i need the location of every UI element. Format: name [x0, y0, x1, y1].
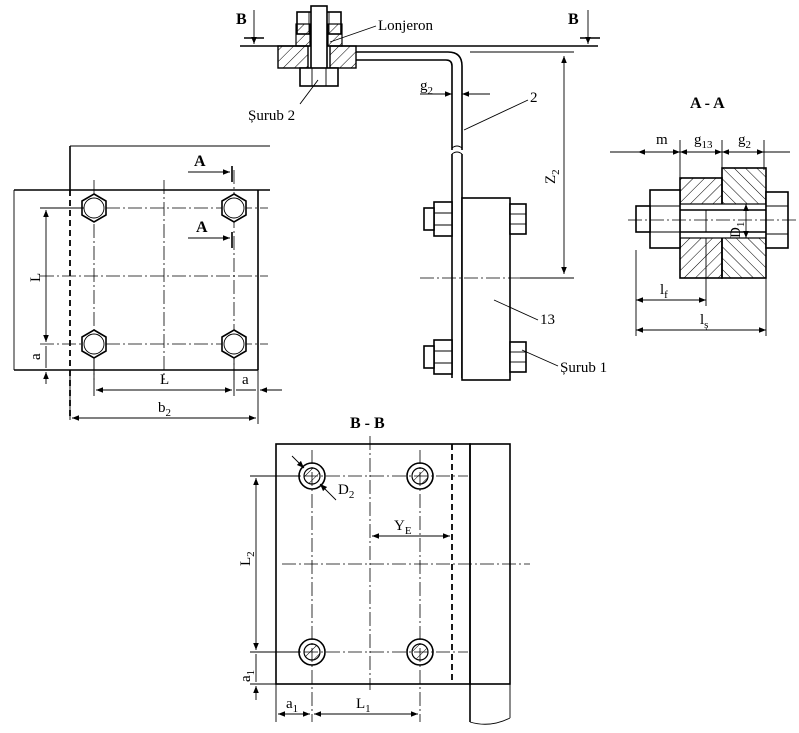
- label-surub2: Șurub 2: [248, 108, 295, 124]
- dim-a-vertical: a: [28, 353, 44, 360]
- dim-d1: D1: [728, 222, 747, 238]
- front-view: A A L a L a b2: [13, 145, 282, 424]
- nut-bottom-left: [81, 329, 107, 359]
- section-b-b: B - B D2 YE: [238, 415, 530, 725]
- label-a-upper: A: [194, 153, 206, 170]
- label-b-left: B: [236, 11, 247, 28]
- dim-g2: g2: [738, 132, 751, 151]
- dim-a1-horizontal: a1: [286, 696, 298, 715]
- plate-13: [461, 197, 511, 381]
- dim-ls: lș: [700, 312, 708, 331]
- label-part-13: 13: [540, 312, 555, 328]
- label-surub1: Șurub 1: [560, 360, 607, 376]
- nut-bottom-right: [221, 329, 247, 359]
- dim-D2: D2: [338, 482, 354, 501]
- dim-g13: g13: [694, 132, 713, 151]
- dim-YE: YE: [394, 518, 412, 537]
- bolt-hole-tr: [406, 462, 434, 490]
- side-view: B B Șurub 2 Lonjeron g2 2: [236, 5, 607, 381]
- bolt2-shank: [310, 5, 328, 77]
- dim-a1-vertical: a1: [238, 670, 257, 682]
- dim-L-horizontal: L: [160, 372, 169, 388]
- bracket-outer: [356, 51, 463, 150]
- title-section-b-b: B - B: [350, 415, 385, 432]
- label-b-right: B: [568, 11, 579, 28]
- label-part-2: 2: [530, 90, 538, 106]
- bolt2-head: [299, 67, 339, 87]
- dim-a-horizontal: a: [242, 372, 249, 388]
- section-a-a: A - A m g13 g2 D1: [610, 95, 796, 336]
- bracket-inner: [356, 59, 453, 150]
- label-lonjeron: Lonjeron: [378, 18, 433, 34]
- label-z2: Z2: [543, 169, 562, 184]
- nut-top-left: [81, 193, 107, 223]
- dim-g2-top: g2: [420, 78, 433, 97]
- dim-L2: L2: [238, 551, 257, 566]
- nut-top-right: [221, 193, 247, 223]
- bolt-hole-br: [406, 638, 434, 666]
- dim-L1: L1: [356, 696, 371, 715]
- dim-b2: b2: [158, 400, 171, 419]
- title-section-a-a: A - A: [690, 95, 725, 112]
- label-a-lower: A: [196, 219, 208, 236]
- dim-lf: lf: [660, 282, 668, 301]
- dim-L-vertical: L: [28, 273, 44, 282]
- dim-m: m: [656, 132, 668, 148]
